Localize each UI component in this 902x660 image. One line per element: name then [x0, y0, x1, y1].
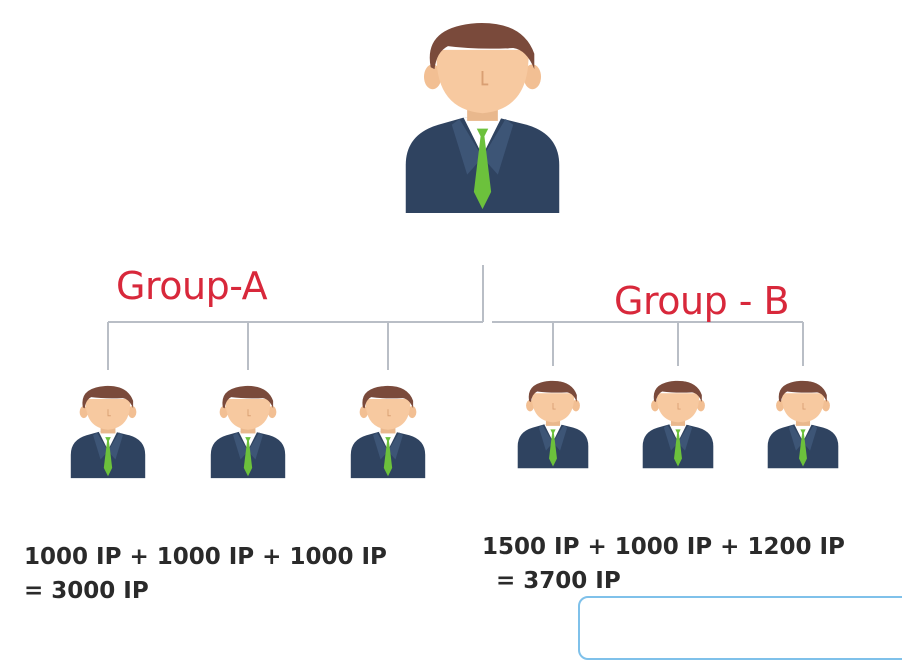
group-b-person-2-icon: [642, 380, 714, 469]
group-a-person-1-icon: [70, 385, 146, 479]
hierarchy-connectors: [107, 265, 804, 370]
group-b-label: Group - B: [614, 279, 790, 323]
group-b-formula: 1500 IP + 1000 IP + 1200 IP = 3700 IP: [482, 530, 845, 598]
group-a-person-2-icon: [210, 385, 286, 479]
group-a-person-3-icon: [350, 385, 426, 479]
group-b-formula-line-2: = 3700 IP: [496, 568, 621, 594]
group-b-formula-line-1: 1500 IP + 1000 IP + 1200 IP: [482, 534, 845, 560]
group-a-formula-line-1: 1000 IP + 1000 IP + 1000 IP: [24, 544, 387, 570]
group-a-label: Group-A: [116, 264, 268, 308]
group-b-person-1-icon: [517, 380, 589, 469]
group-a-formula: 1000 IP + 1000 IP + 1000 IP = 3000 IP: [24, 540, 387, 608]
callout-box: [578, 596, 902, 660]
group-a-formula-line-2: = 3000 IP: [24, 578, 149, 604]
group-b-person-3-icon: [767, 380, 839, 469]
top-person-icon: [404, 22, 561, 214]
